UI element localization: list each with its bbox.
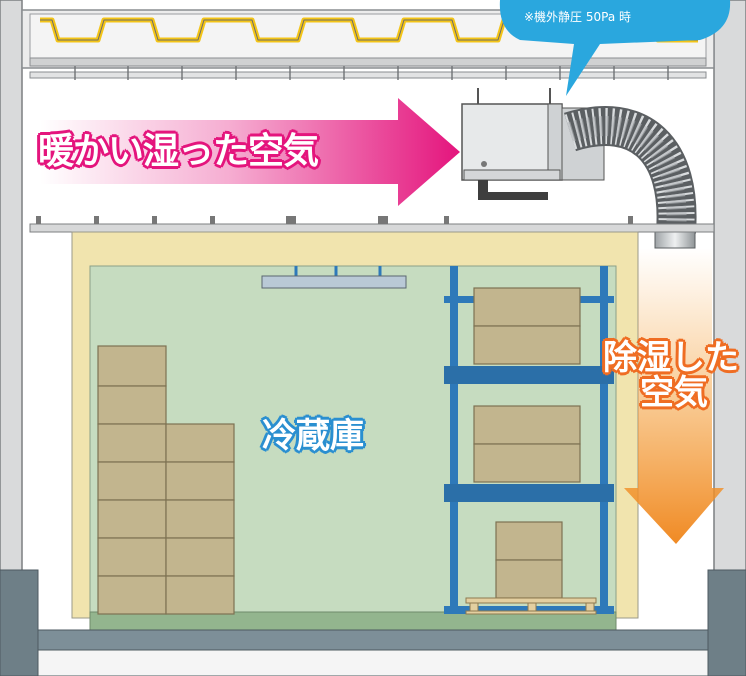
warm-air-arrow: [40, 98, 460, 206]
pallet: [465, 597, 597, 615]
shelf-boxes: [473, 287, 581, 599]
ceiling-panel: [29, 216, 715, 233]
right-column: [713, 0, 746, 581]
dry-air-label-line2: 空気: [640, 373, 708, 413]
warm-air-label: 暖かい湿った空気: [38, 131, 319, 172]
ceiling-light: [261, 266, 407, 289]
cold-room-label: 冷蔵庫: [262, 416, 364, 456]
box-stack-left: [97, 345, 235, 615]
hanging-rods: [74, 66, 669, 80]
dry-air-label-line1: 除湿した: [603, 338, 739, 378]
dry-air-arrow: [624, 248, 724, 544]
left-column: [0, 0, 23, 581]
callout-note: ※機外静圧 50Pa 時: [524, 10, 632, 24]
dehumidifier-unit: [461, 88, 605, 200]
foundation: [0, 569, 746, 676]
callout-bubble: [499, 0, 731, 96]
